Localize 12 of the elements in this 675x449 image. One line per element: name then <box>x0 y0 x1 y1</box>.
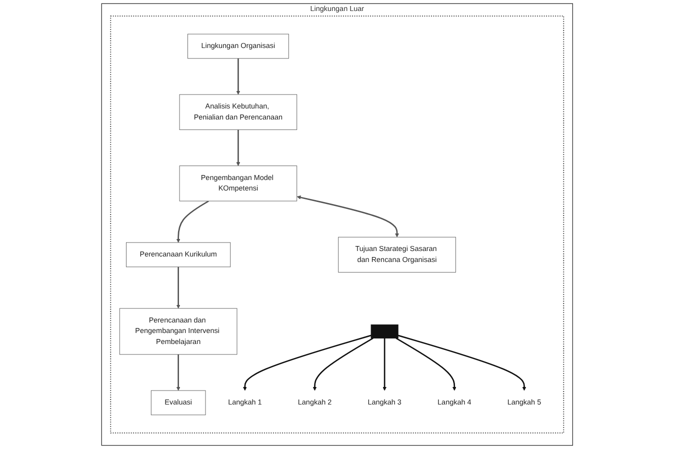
arrow <box>236 58 241 95</box>
arrow <box>236 130 241 166</box>
arrow <box>176 354 181 391</box>
arrow <box>297 195 400 238</box>
arrow <box>313 338 374 391</box>
node-bar <box>371 324 399 338</box>
arrow <box>176 200 210 243</box>
arrow <box>176 266 181 309</box>
arrow <box>382 338 387 391</box>
arrow <box>396 338 457 391</box>
arrow <box>398 334 527 391</box>
arrow <box>243 334 372 391</box>
